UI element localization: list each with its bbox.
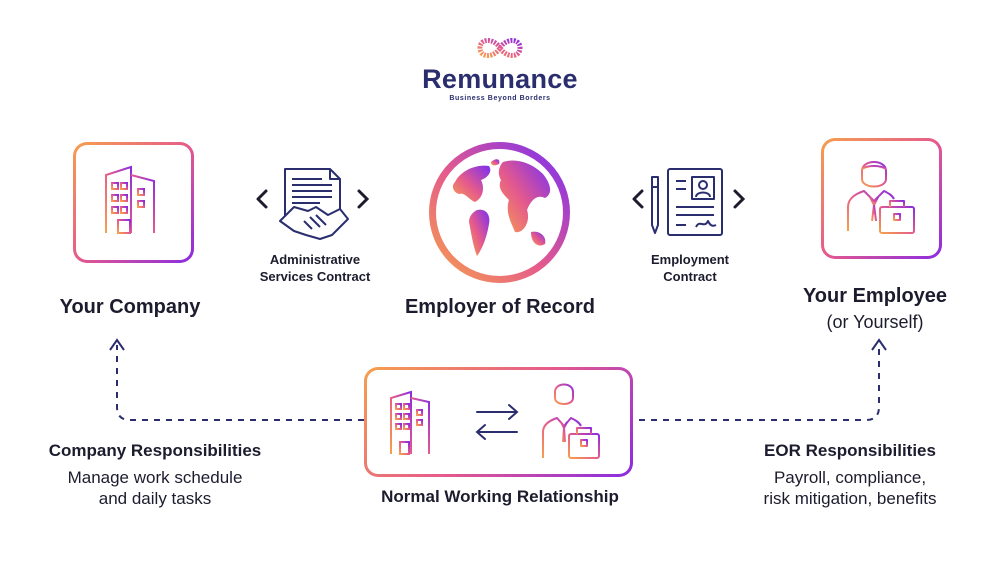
eor-responsibilities-line2: risk mitigation, benefits: [763, 489, 937, 508]
company-responsibilities-line2: and daily tasks: [98, 489, 212, 508]
building-icon: [100, 165, 161, 234]
employment-contract-line1: Employment: [650, 252, 729, 267]
admin-contract-line2: Services Contract: [259, 269, 371, 284]
your-employee-label: Your Employee: [802, 285, 948, 307]
building-icon: [387, 390, 433, 455]
company-responsibilities-line1: Manage work schedule: [67, 468, 243, 487]
eor-responsibilities-title: EOR Responsibilities: [764, 441, 936, 460]
brand-tagline: Business Beyond Borders: [449, 95, 551, 102]
company-icon-box: [73, 142, 194, 263]
employee-briefcase-icon: [847, 161, 915, 234]
eor-responsibilities-text: Payroll, compliance, risk mitigation, be…: [730, 467, 970, 509]
admin-contract-label: Administrative Services Contract: [235, 251, 395, 285]
handshake-document-icon: [256, 168, 370, 240]
admin-contract-line1: Administrative: [269, 252, 361, 267]
employee-icon-box: [821, 138, 942, 259]
your-company-label: Your Company: [59, 296, 201, 318]
infinity-icon: [477, 38, 523, 58]
normal-working-relationship-label: Normal Working Relationship: [381, 487, 619, 506]
employment-contract-line2: Contract: [663, 269, 717, 284]
your-employee-sublabel: (or Yourself): [826, 312, 924, 332]
working-relationship-box: [364, 367, 633, 477]
employer-of-record-label: Employer of Record: [404, 296, 596, 318]
exchange-arrows-icon: [387, 383, 600, 459]
globe-icon: [429, 142, 570, 283]
id-document-pen-icon: [632, 168, 746, 236]
brand-name: Remunance: [422, 64, 578, 94]
eor-responsibilities-line1: Payroll, compliance,: [773, 468, 927, 487]
employment-contract-label: Employment Contract: [615, 251, 765, 285]
company-responsibilities-text: Manage work schedule and daily tasks: [20, 467, 290, 509]
company-responsibilities-title: Company Responsibilities: [48, 441, 262, 460]
